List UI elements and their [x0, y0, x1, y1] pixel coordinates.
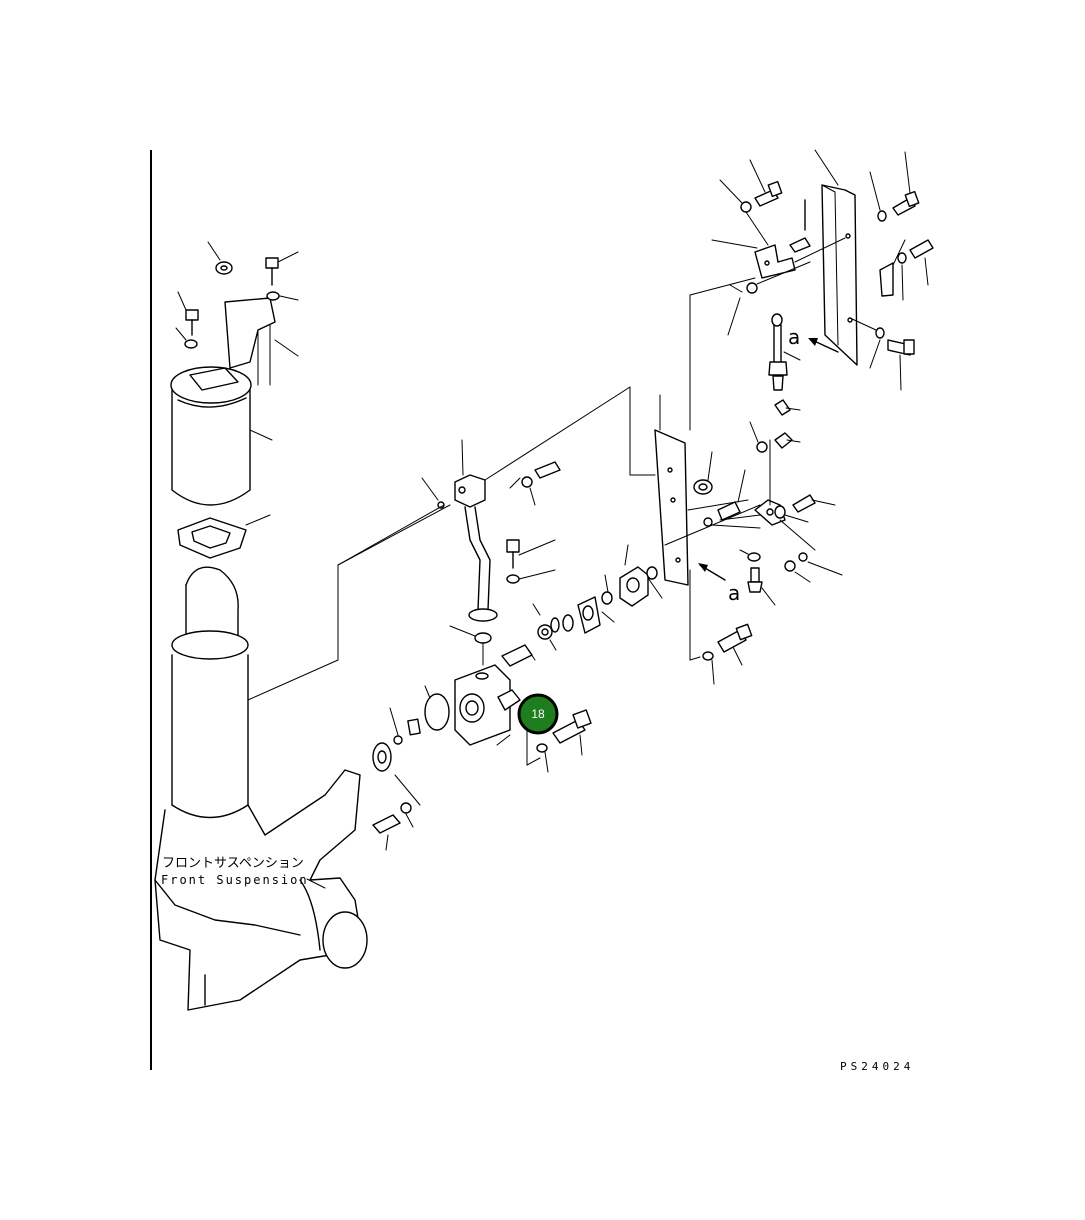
callout-number: 18 — [531, 707, 545, 721]
bolt-top-right-2 — [789, 199, 811, 253]
bolt-top-left-1 — [265, 251, 299, 286]
bolt-lower-left — [372, 774, 421, 851]
gasket-plate — [177, 514, 271, 559]
pipe-assembly — [454, 386, 656, 622]
fitting-row — [501, 574, 615, 667]
front-suspension-label-en: Front Suspension — [161, 873, 309, 887]
callout-badge-18[interactable]: 18 — [517, 693, 559, 735]
bolt-vertical-right — [739, 549, 776, 606]
bolt-top-left-2 — [175, 291, 199, 349]
bracket-arm-top — [689, 237, 846, 431]
bolt-top-right-1 — [719, 159, 783, 246]
bracket-plate-top-right — [814, 149, 858, 366]
bolt-bottom-right — [689, 569, 753, 685]
bolt-top-right-3 — [869, 151, 920, 222]
accumulator-cylinder — [170, 366, 273, 506]
view-marker-mid: a — [728, 581, 740, 605]
front-suspension-body — [154, 504, 451, 1011]
washer-top-left — [266, 291, 299, 301]
bolt-center-1 — [509, 461, 561, 506]
front-suspension-label-jp: フロントサスペンション — [162, 856, 304, 871]
bolt-right-mid — [774, 494, 843, 583]
view-marker-top: a — [788, 325, 800, 349]
plug-front — [372, 685, 450, 772]
view-arrow-mid — [698, 563, 726, 581]
bolt-center-2 — [506, 539, 556, 584]
drawing-code: PS24024 — [840, 1060, 914, 1073]
valve-block — [449, 625, 521, 746]
flange-mid — [619, 544, 663, 607]
bolt-top-right-4 — [849, 317, 915, 391]
view-arrow-top — [808, 338, 839, 353]
bolt-valve-right — [496, 709, 592, 773]
rod-assembly — [727, 261, 811, 391]
nut-top-left — [207, 241, 233, 275]
clip-right — [879, 239, 934, 301]
tip-small — [337, 477, 445, 566]
nut-right-upper — [693, 451, 761, 529]
